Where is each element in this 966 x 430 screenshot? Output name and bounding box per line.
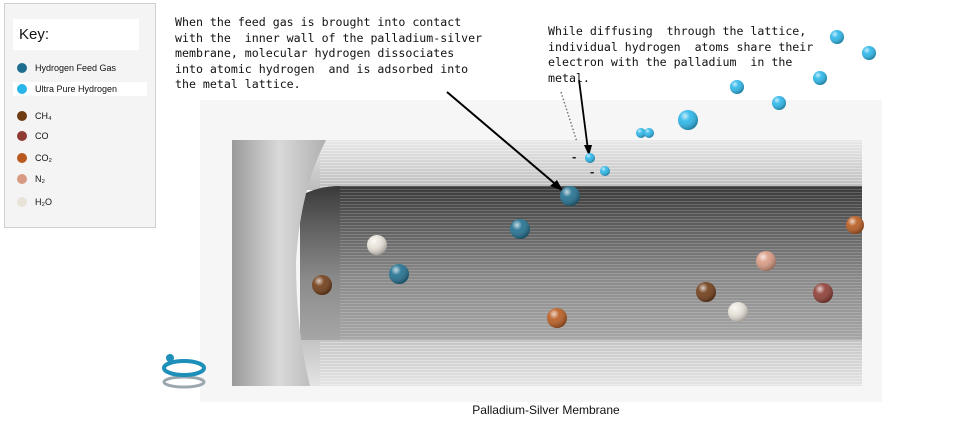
key-item: H₂O bbox=[17, 195, 52, 209]
key-item: CO₂ bbox=[17, 151, 52, 165]
molecule-sphere bbox=[367, 235, 387, 255]
pointer-arrow-right bbox=[578, 79, 589, 151]
key-swatch bbox=[17, 84, 27, 94]
molecule-sphere bbox=[772, 96, 786, 110]
company-logo bbox=[162, 354, 206, 389]
molecule-sphere bbox=[510, 219, 530, 239]
key-swatch bbox=[17, 197, 27, 207]
molecule-sphere bbox=[830, 30, 844, 44]
molecule-sphere bbox=[547, 308, 567, 328]
molecule-sphere bbox=[846, 216, 864, 234]
key-label: CO₂ bbox=[35, 153, 52, 163]
diagram-caption: Palladium-Silver Membrane bbox=[472, 403, 620, 417]
molecule-sphere bbox=[678, 110, 698, 130]
molecule-sphere bbox=[728, 302, 748, 322]
key-item: Hydrogen Feed Gas bbox=[17, 61, 116, 75]
annotation-diffusion: While diffusing through the lattice, ind… bbox=[548, 24, 814, 85]
pointer-arrow-left bbox=[446, 91, 561, 189]
arrowhead-right bbox=[584, 145, 592, 156]
molecule-sphere bbox=[813, 71, 827, 85]
key-item: N₂ bbox=[17, 172, 45, 186]
electron-symbol: - bbox=[590, 164, 594, 179]
key-swatch bbox=[17, 111, 27, 121]
electron-symbol: - bbox=[572, 149, 576, 164]
molecule-sphere bbox=[862, 46, 876, 60]
molecule-sphere bbox=[644, 128, 654, 138]
key-item: CO bbox=[17, 129, 49, 143]
key-label: H₂O bbox=[35, 197, 52, 207]
key-label: Ultra Pure Hydrogen bbox=[35, 84, 118, 94]
molecule-sphere bbox=[730, 80, 744, 94]
key-item: CH₄ bbox=[17, 109, 52, 123]
molecule-sphere bbox=[585, 153, 595, 163]
molecule-sphere bbox=[756, 251, 776, 271]
key-swatch bbox=[17, 131, 27, 141]
tube-end-cap bbox=[232, 140, 326, 386]
key-label: Hydrogen Feed Gas bbox=[35, 63, 117, 73]
molecule-sphere bbox=[636, 128, 646, 138]
molecule-sphere bbox=[389, 264, 409, 284]
arrowhead-left bbox=[550, 180, 563, 191]
molecule-sphere bbox=[312, 275, 332, 295]
key-label: N₂ bbox=[35, 174, 45, 184]
annotation-dissociation: When the feed gas is brought into contac… bbox=[175, 15, 483, 91]
key-label: CO bbox=[35, 131, 49, 141]
key-swatch bbox=[17, 63, 27, 73]
key-title: Key: bbox=[13, 19, 139, 50]
key-label: CH₄ bbox=[35, 111, 52, 121]
molecule-sphere bbox=[560, 186, 580, 206]
molecule-sphere bbox=[696, 282, 716, 302]
molecule-sphere bbox=[600, 166, 610, 176]
key-swatch bbox=[17, 174, 27, 184]
molecule-sphere bbox=[813, 283, 833, 303]
key-item: Ultra Pure Hydrogen bbox=[13, 82, 147, 96]
key-swatch bbox=[17, 153, 27, 163]
